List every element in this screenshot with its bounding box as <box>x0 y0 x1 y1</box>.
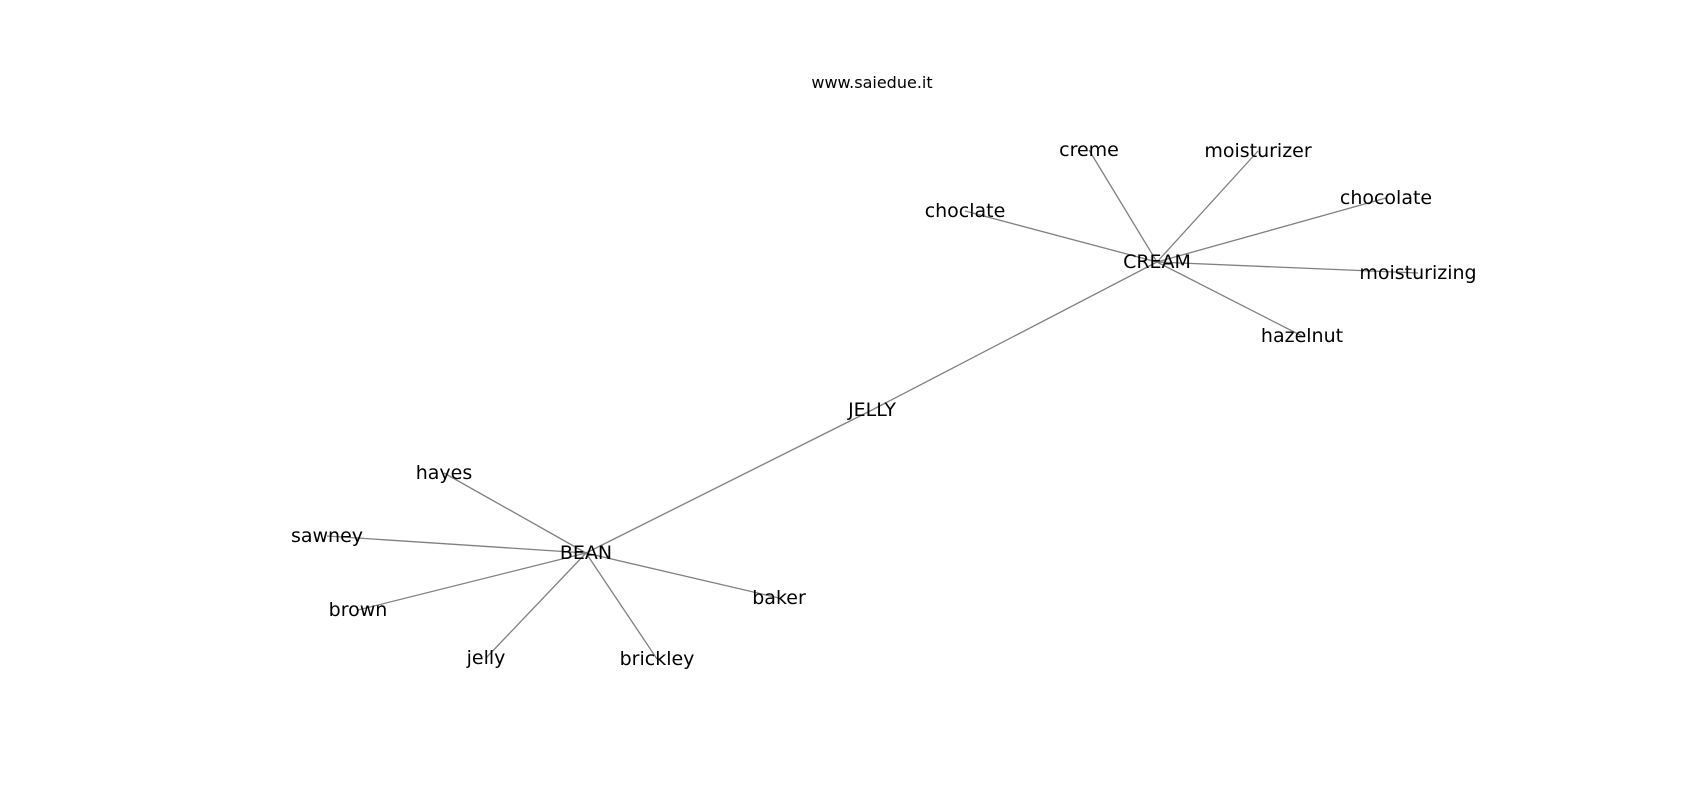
node-label-baker: baker <box>752 587 806 609</box>
node-label-brickley: brickley <box>620 648 695 670</box>
node-label-cream: CREAM <box>1123 251 1191 273</box>
node-label-bean: BEAN <box>560 542 612 564</box>
node-label-brown: brown <box>329 599 388 621</box>
node-label-hazelnut: hazelnut <box>1261 325 1343 347</box>
edge-cream-moisturizer <box>1156 150 1259 263</box>
edge-bean-brickley <box>585 552 658 660</box>
edge-jelly-bean <box>585 409 873 554</box>
edge-bean-brown <box>357 552 587 611</box>
node-label-choclate: choclate <box>925 200 1006 222</box>
node-label-chocolate: chocolate <box>1340 187 1432 209</box>
node-label-hayes: hayes <box>416 462 473 484</box>
edge-bean-sawney <box>326 535 587 554</box>
edge-cream-hazelnut <box>1156 261 1303 337</box>
edge-bean-baker <box>585 552 780 599</box>
edge-cream-creme <box>1088 149 1158 263</box>
nodes-layer: JELLY CREAM BEAN creme moisturizer choclate ch… <box>291 139 1477 670</box>
edge-jelly-cream <box>871 261 1158 411</box>
edge-bean-hayes <box>443 472 587 554</box>
node-label-creme: creme <box>1059 139 1119 161</box>
node-label-jelly: JELLY <box>847 399 896 421</box>
node-label-moisturizing: moisturizing <box>1359 262 1476 284</box>
edge-bean-jelly <box>485 552 587 659</box>
watermark-text: www.saiedue.it <box>811 73 932 92</box>
edges-layer <box>326 149 1419 660</box>
node-label-jelly: jelly <box>466 647 506 669</box>
edge-cream-moisturizing <box>1156 261 1419 274</box>
edge-cream-choclate <box>964 210 1158 263</box>
node-label-moisturizer: moisturizer <box>1204 140 1312 162</box>
node-label-sawney: sawney <box>291 525 363 547</box>
edge-cream-chocolate <box>1156 197 1387 263</box>
